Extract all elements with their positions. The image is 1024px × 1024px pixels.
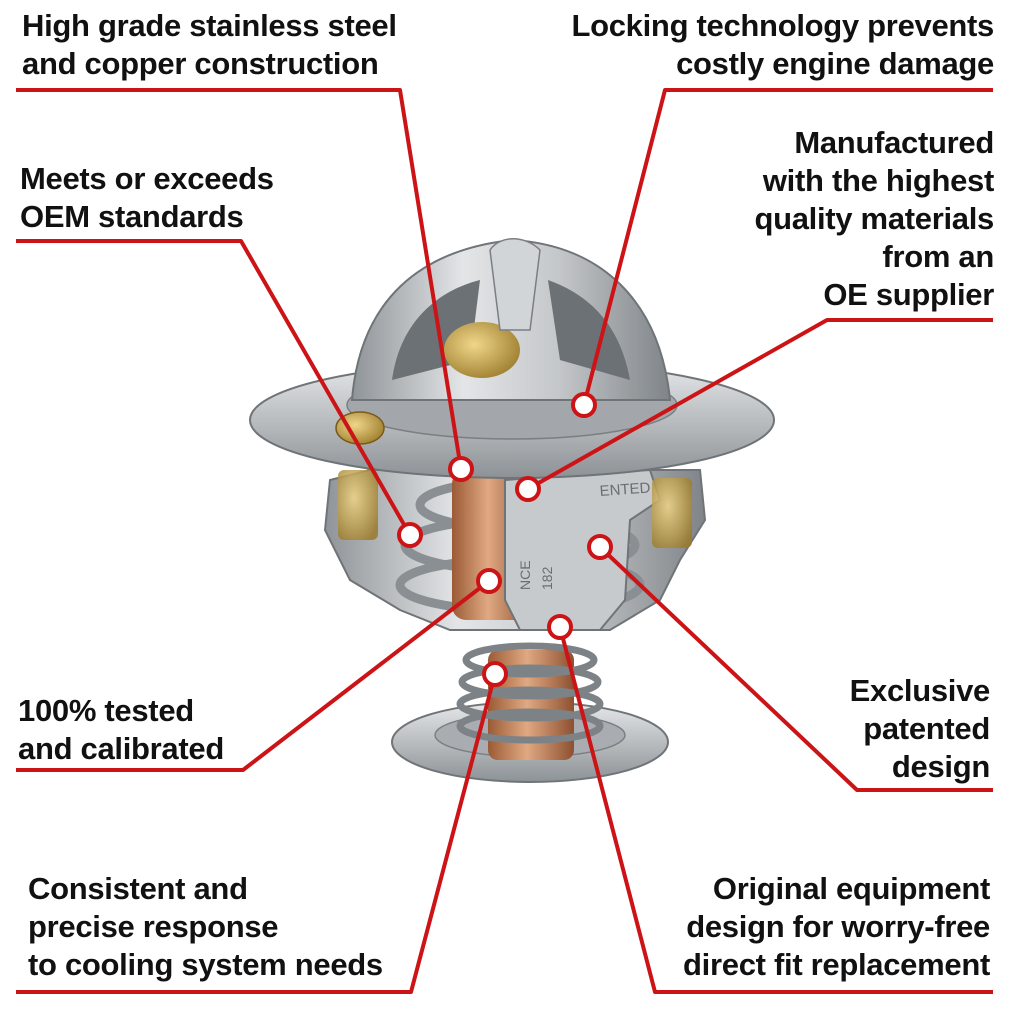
callout-line: Manufactured xyxy=(794,125,994,160)
callout-manufactured: Manufactured with the highest quality ma… xyxy=(754,124,994,314)
stamp-side-1: NCE xyxy=(517,560,533,590)
callout-line: with the highest xyxy=(762,163,994,198)
callout-line: and copper construction xyxy=(22,46,379,81)
marker-tested xyxy=(476,568,502,594)
callout-line: costly engine damage xyxy=(676,46,994,81)
callout-line: Consistent and xyxy=(28,871,248,906)
callout-stainless: High grade stainless steel and copper co… xyxy=(22,7,397,83)
callout-line: Exclusive xyxy=(849,673,991,708)
line-locking xyxy=(582,88,993,406)
jiggle-pin xyxy=(335,411,385,445)
callout-line: Meets or exceeds xyxy=(20,161,274,196)
line-manufactured xyxy=(527,318,993,491)
line-consistent xyxy=(16,673,497,994)
callout-line: OEM standards xyxy=(20,199,244,234)
callout-line: to cooling system needs xyxy=(28,947,383,982)
stamped-bracket xyxy=(504,468,662,631)
stamp-top: ENTED xyxy=(599,479,651,500)
marker-original xyxy=(547,614,573,640)
marker-exclusive xyxy=(587,534,613,560)
marker-consistent xyxy=(482,661,508,687)
callout-line: Original equipment xyxy=(712,871,990,906)
line-oem xyxy=(16,239,412,536)
callout-line: from an xyxy=(882,239,994,274)
callout-lines xyxy=(16,88,993,994)
callout-line: 100% tested xyxy=(18,693,194,728)
right-side-bracket xyxy=(652,478,692,548)
callout-line: design xyxy=(891,749,990,784)
callout-line: direct fit replacement xyxy=(683,947,990,982)
marker-manufactured xyxy=(515,476,541,502)
stamp-side-2: 182 xyxy=(539,566,555,590)
callout-oem: Meets or exceeds OEM standards xyxy=(20,160,274,236)
callout-line: patented xyxy=(863,711,990,746)
dome-window-right xyxy=(548,280,630,380)
callout-tested: 100% tested and calibrated xyxy=(18,692,224,768)
copper-piston-lower xyxy=(488,650,574,760)
marker-locking xyxy=(571,392,597,418)
left-side-bracket xyxy=(338,470,378,540)
valve-core xyxy=(444,322,520,378)
dome-top-tab xyxy=(489,238,541,331)
callout-line: quality materials xyxy=(754,201,994,236)
callout-line: High grade stainless steel xyxy=(22,8,397,43)
callout-line: design for worry-free xyxy=(686,909,990,944)
line-original xyxy=(558,626,993,994)
callout-original: Original equipment design for worry-free… xyxy=(683,870,990,984)
marker-oem xyxy=(397,522,423,548)
marker-stainless xyxy=(448,456,474,482)
line-tested xyxy=(16,579,491,772)
callout-line: OE supplier xyxy=(823,277,994,312)
callout-line: Locking technology prevents xyxy=(571,8,994,43)
callout-markers xyxy=(397,392,613,687)
line-exclusive xyxy=(598,545,993,792)
line-stainless xyxy=(16,88,463,470)
callout-exclusive: Exclusive patented design xyxy=(849,672,991,786)
lower-spring xyxy=(456,642,604,744)
callout-line: and calibrated xyxy=(18,731,224,766)
callout-consistent: Consistent and precise response to cooli… xyxy=(28,870,383,984)
callout-line: precise response xyxy=(28,909,279,944)
callout-locking: Locking technology prevents costly engin… xyxy=(571,7,994,83)
